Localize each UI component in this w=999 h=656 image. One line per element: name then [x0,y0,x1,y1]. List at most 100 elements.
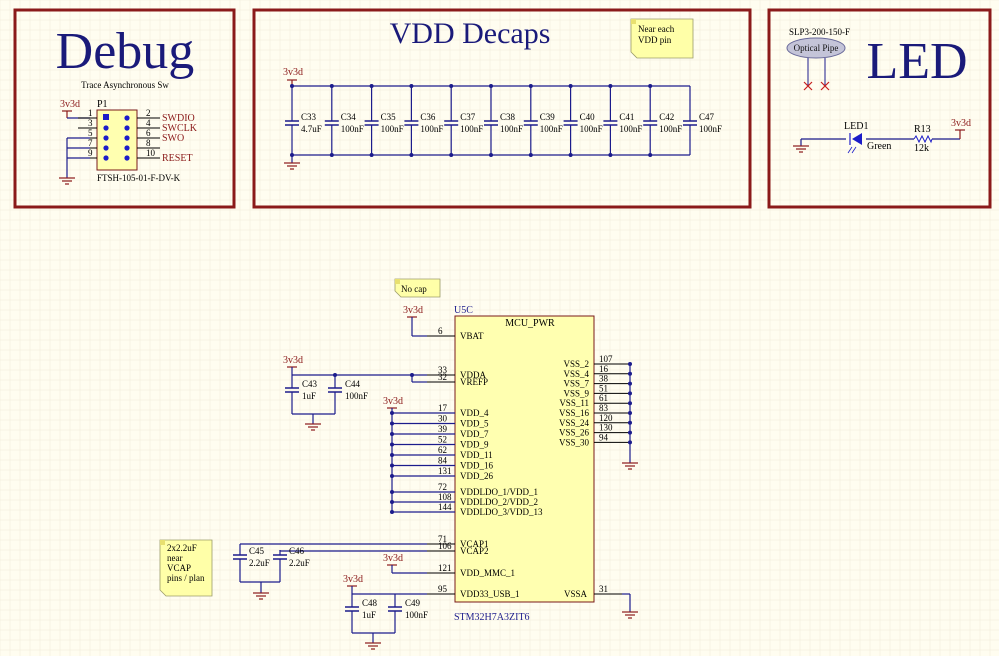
mcu-left-pin-2-num: 32 [438,372,447,382]
decap-bottom-junction-7 [568,153,573,157]
decap-4-ref: C37 [460,112,476,122]
vdd-junction-9 [390,510,394,514]
vdd-junction-6 [390,474,394,478]
decap-6-ref: C39 [540,112,556,122]
mcu-left-pin-12-name: VDDLDO_3/VDD_13 [460,507,543,517]
mcu-left-pin-11-name: VDDLDO_2/VDD_2 [460,497,538,507]
vdd-power-label: 3v3d [383,396,403,407]
decap-2-value: 100nF [381,124,404,134]
debug-left-pin-num-0: 1 [88,108,93,118]
vdd-junction-7 [390,490,394,494]
vcap-cap-0-ref: C45 [249,546,265,556]
decap-3-ref: C36 [420,112,436,122]
vcap-cap-1-ref: C46 [289,546,305,556]
optical-pipe-icon [786,37,846,59]
vcap-note-line3: VCAP [167,563,191,573]
mcu-right-pin-8-name: VSS_30 [559,437,590,447]
mcu-left-pin-4-num: 30 [438,414,448,424]
decap-bottom-junction-4 [449,153,454,157]
debug-net-4: RESET [162,153,193,164]
vss-junction-0 [628,362,632,366]
decap-9-ref: C42 [659,112,674,122]
debug-left-pin-num-2: 5 [88,128,93,138]
decaps-note-line1: Near each [638,24,675,34]
decaps-frame [252,8,752,209]
debug-left-pin-dot-4 [103,155,109,161]
vdda-junction [410,373,414,377]
resistor-icon [913,134,933,144]
debug-net-0: SWDIO [162,113,195,124]
vdd-junction-5 [390,463,394,468]
decaps-power-label: 3v3d [283,67,303,78]
mcu-left-pin-10-name: VDDLDO_1/VDD_1 [460,487,538,497]
usb-cap-0-value: 1uF [362,610,376,620]
led-block: LED SLP3-200-150-F Optical Pipe LED1 Gre… [767,8,992,209]
decap-top-junction-0 [290,84,294,88]
mcu-right-pin-7-name: VSS_26 [559,428,590,438]
mcu-right-pin-0-name: VSS_2 [563,359,589,369]
vdda-cap-0-value: 1uF [302,391,316,401]
decap-bottom-junction-8 [608,153,613,157]
vss-junction-6 [628,420,632,425]
decap-2: C35 100nF [364,86,404,155]
decap-8-value: 100nF [619,124,642,134]
decap-2-ref: C35 [381,112,397,122]
debug-right-pin-num-1: 4 [146,118,151,128]
debug-right-pin-num-3: 8 [146,138,151,148]
decap-0-ref: C33 [301,112,317,122]
decap-1-value: 100nF [341,124,364,134]
vss-junction-5 [628,411,632,415]
vbat-power-label: 3v3d [403,305,423,316]
decaps-note: Near each VDD pin [630,18,694,59]
decap-top-junction-5 [489,84,493,88]
debug-right-pin-dot-4 [124,155,130,161]
debug-left-pin-num-1: 3 [88,118,93,128]
vssa-pin-name: VSSA [564,589,588,599]
mcu-left-pin-2-name: VREFP [460,377,488,387]
vss-junctions [628,362,632,445]
debug-right-pin-dot-3 [124,145,130,151]
decap-5-ref: C38 [500,112,516,122]
vdd-junctions [390,411,394,514]
mcu-left-pin-13-num: 71 [438,534,447,544]
decap-top-junction-4 [449,84,454,88]
mcu-left-pin-11-num: 108 [438,492,452,502]
mcu-left-pin-0-name: VBAT [460,331,484,341]
mcu-left-pin-6-num: 52 [438,435,447,445]
vdd-junction-8 [390,500,394,504]
mcu-title: MCU_PWR [505,318,555,329]
resistor-ref: R13 [914,124,931,135]
mcu-body [454,315,595,603]
usb-cap-1-ref: C49 [405,598,421,608]
decap-bottom-junction-9 [648,153,653,157]
debug-ground-icon [59,177,75,185]
mcu-left-pin-4-name: VDD_5 [460,419,489,429]
mcu-left-pin-3-name: VDD_4 [460,408,489,418]
mcu-left-pin-12-num: 144 [438,502,452,512]
vss-ground-icon [622,462,638,470]
vss-junction-2 [628,381,632,386]
mcu-left-pin-7-name: VDD_11 [460,450,493,460]
led-diode-icon [846,132,866,154]
mcu-right-pin-3-name: VSS_9 [563,388,589,398]
usb-power-label: 3v3d [343,574,363,585]
debug-frame [13,8,236,209]
mcu-left-pin-15-num: 121 [438,563,452,573]
no-cap-note: No cap [394,278,441,298]
mcu-left-pin-8-num: 84 [438,456,448,466]
